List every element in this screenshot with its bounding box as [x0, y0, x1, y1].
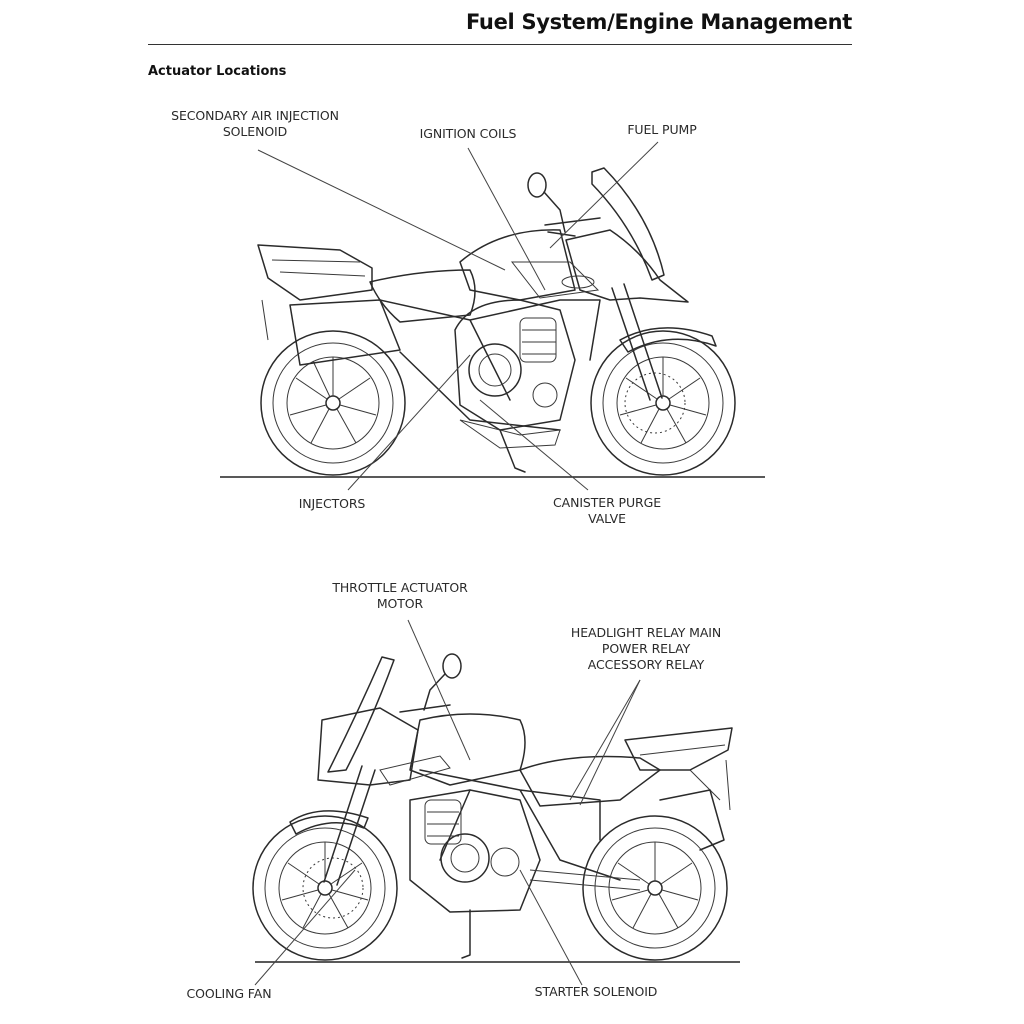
label-line: COOLING FAN — [186, 986, 272, 1001]
leader-throttle-actuator — [407, 619, 471, 761]
motorcycle-bottom-illustration — [252, 653, 740, 963]
leader-canister-purge — [479, 399, 589, 491]
handlebar-bottom — [399, 704, 451, 713]
windscreen-top — [591, 167, 665, 281]
label-secondary-air-injection-solenoid: SECONDARY AIR INJECTION SOLENOID — [160, 108, 350, 140]
label-line: CANISTER PURGE — [553, 495, 661, 510]
rear-rack-top — [257, 244, 373, 301]
label-line: INJECTORS — [298, 496, 366, 511]
front-fender-top — [619, 327, 717, 353]
label-line: IGNITION COILS — [419, 126, 517, 141]
frame-top — [379, 299, 601, 431]
leader-cooling-fan — [254, 869, 356, 986]
front-wheel-bottom — [252, 815, 398, 961]
label-relays: HEADLIGHT RELAY MAIN POWER RELAY ACCESSO… — [560, 625, 732, 673]
rear-rack-bottom — [624, 727, 733, 771]
mirror-top — [527, 172, 547, 198]
label-line: MOTOR — [376, 596, 424, 611]
label-canister-purge-valve: CANISTER PURGE VALVE — [546, 495, 668, 527]
leader-relay-1 — [569, 679, 641, 801]
leader-ignition-coils — [467, 147, 546, 291]
handlebar-top — [544, 217, 601, 237]
leader-relay-2 — [579, 679, 641, 806]
front-fairing-bottom — [317, 707, 419, 786]
front-fender-bottom — [289, 810, 369, 835]
front-fork-bottom — [323, 765, 376, 886]
rear-wheel-bottom — [582, 815, 728, 961]
section-heading: Actuator Locations — [148, 64, 287, 79]
rack-detail-top — [261, 259, 366, 341]
motorcycle-top-illustration — [220, 167, 765, 478]
label-line: ACCESSORY RELAY — [587, 657, 705, 672]
label-injectors: INJECTORS — [290, 496, 374, 512]
page-title: Fuel System/Engine Management — [465, 10, 852, 34]
mirror-stem-bottom — [423, 673, 446, 711]
frame-bottom — [419, 769, 621, 881]
engine-top — [454, 299, 576, 449]
rear-wheel-top — [260, 330, 406, 476]
label-line: SOLENOID — [222, 124, 288, 139]
leader-lines-bottom — [254, 619, 641, 986]
windscreen-bottom — [327, 656, 395, 773]
leader-fuel-pump — [549, 141, 659, 249]
label-line: VALVE — [588, 511, 626, 526]
exhaust-top — [289, 299, 401, 366]
side-stand-bottom — [461, 909, 471, 959]
tank-badge-top — [561, 275, 595, 289]
leader-starter-solenoid — [519, 869, 583, 986]
rack-detail-bottom — [639, 744, 731, 811]
label-throttle-actuator-motor: THROTTLE ACTUATOR MOTOR — [322, 580, 478, 612]
leader-injectors — [347, 354, 471, 491]
front-fairing-top — [565, 229, 689, 303]
label-ignition-coils: IGNITION COILS — [408, 126, 528, 142]
label-line: STARTER SOLENOID — [534, 984, 658, 999]
label-fuel-pump: FUEL PUMP — [612, 122, 712, 138]
leader-secondary-air — [257, 149, 506, 271]
label-line: THROTTLE ACTUATOR — [332, 580, 468, 595]
engine-bottom — [409, 789, 641, 913]
label-starter-solenoid: STARTER SOLENOID — [526, 984, 666, 1000]
tank-panel-top — [510, 261, 600, 299]
side-stand-top — [499, 429, 526, 473]
seat-top — [369, 269, 476, 323]
title-divider — [148, 44, 852, 45]
label-cooling-fan: COOLING FAN — [176, 986, 282, 1002]
fuel-tank-top — [459, 229, 576, 301]
leader-lines-top — [257, 141, 659, 491]
pannier-bottom — [659, 789, 725, 851]
mirror-bottom — [442, 653, 462, 679]
label-line: FUEL PUMP — [627, 122, 697, 137]
mirror-stem-top — [543, 191, 566, 233]
front-fork-top — [611, 283, 663, 401]
tank-panel-bottom — [379, 755, 451, 786]
front-wheel-top — [590, 330, 736, 476]
label-line: HEADLIGHT RELAY MAIN — [570, 625, 722, 640]
label-line: POWER RELAY — [601, 641, 691, 656]
label-line: SECONDARY AIR INJECTION — [171, 108, 339, 123]
